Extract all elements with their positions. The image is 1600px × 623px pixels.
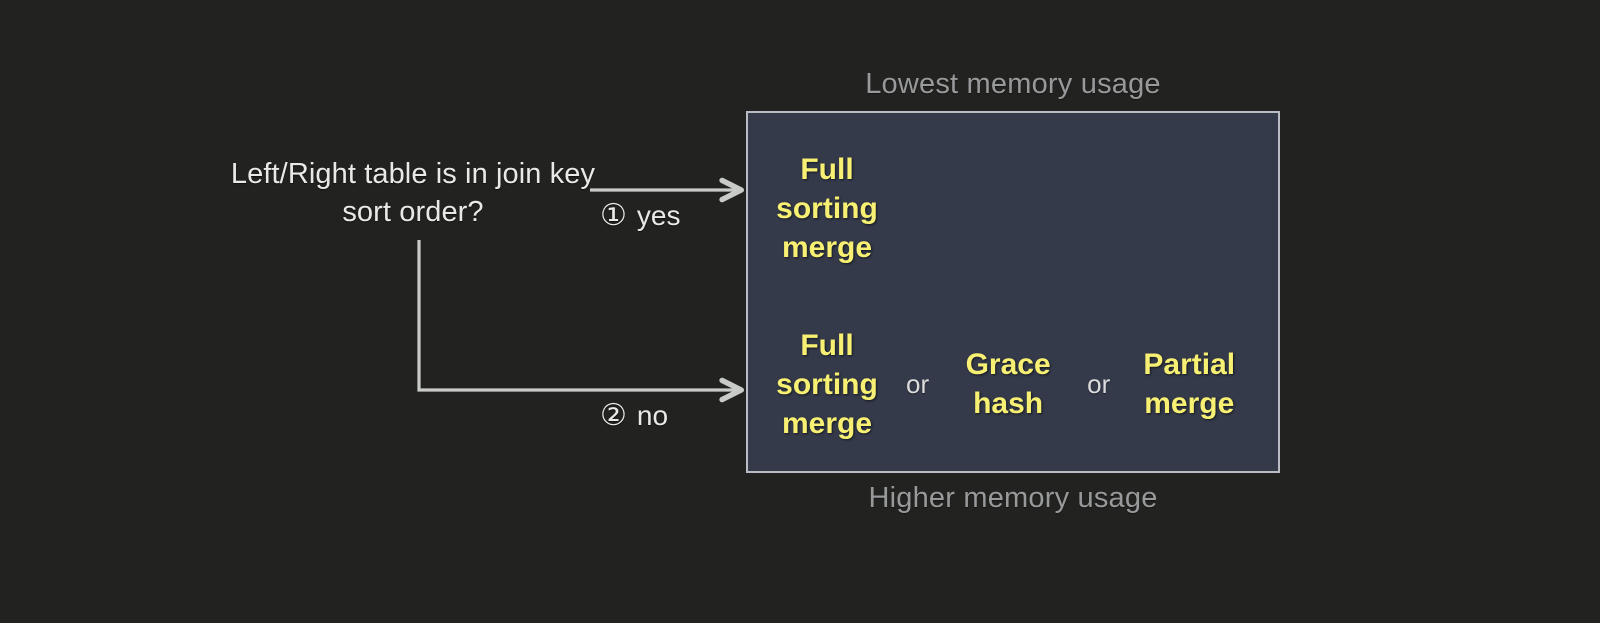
option-partial-merge: Partial merge: [1143, 348, 1236, 420]
decision-question: Left/Right table is in join key sort ord…: [230, 158, 596, 229]
branch-label-yes: ① yes: [600, 200, 680, 232]
or-separator-1: or: [906, 368, 930, 399]
branch-label-no: ② no: [600, 400, 668, 432]
caption-lowest-memory: Lowest memory usage: [865, 68, 1161, 100]
branch-marker-1: ①: [600, 199, 627, 232]
or-separator-2: or: [1087, 368, 1111, 399]
arrow-branch-no: [417, 240, 745, 403]
panel-row-unsorted: Full sorting merge or Grace hash or Part…: [748, 309, 1278, 459]
option-full-sorting-merge-bottom: Full sorting merge: [776, 328, 878, 440]
option-grace-hash: Grace hash: [965, 348, 1051, 420]
branch-text-yes: yes: [636, 200, 681, 231]
option-full-sorting-merge-top: Full sorting merge: [776, 152, 878, 264]
branch-marker-2: ②: [600, 399, 627, 432]
branch-text-no: no: [636, 400, 669, 431]
panel-row-sorted: Full sorting merge: [748, 133, 1278, 283]
join-algorithm-panel: Full sorting merge Full sorting merge or…: [746, 111, 1280, 473]
caption-higher-memory: Higher memory usage: [868, 482, 1158, 514]
